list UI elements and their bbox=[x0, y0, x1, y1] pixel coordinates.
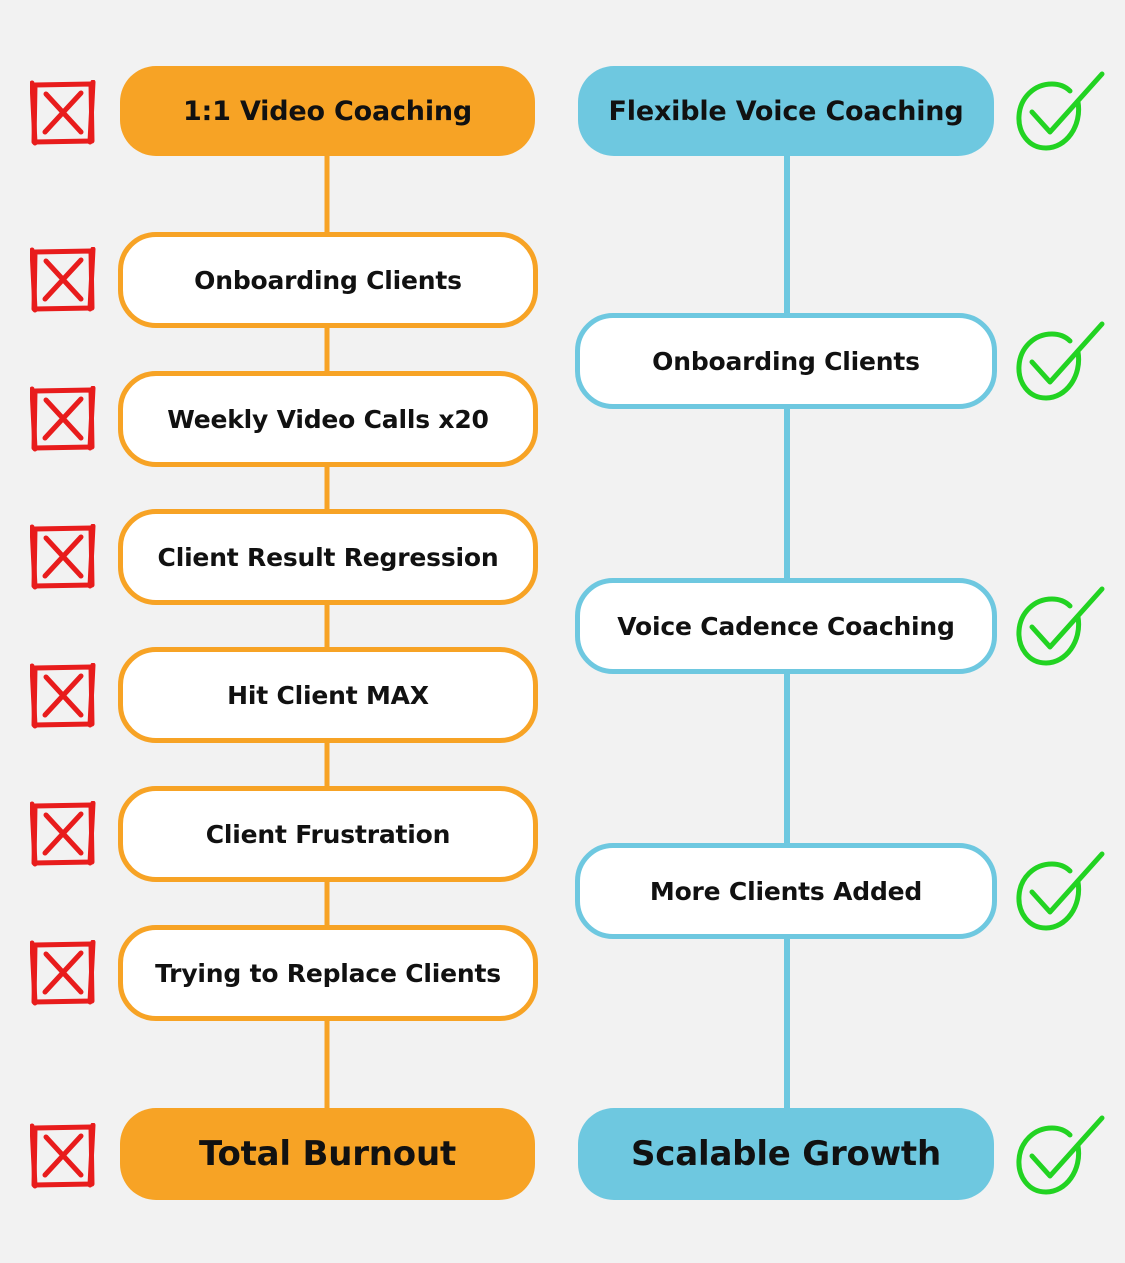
left-step-label: Weekly Video Calls x20 bbox=[167, 404, 489, 434]
left-start-node: 1:1 Video Coaching bbox=[120, 66, 535, 156]
left-step-label: Onboarding Clients bbox=[194, 265, 462, 295]
right-step-node: More Clients Added bbox=[575, 843, 997, 939]
left-step-node: Weekly Video Calls x20 bbox=[118, 371, 538, 467]
check-circle-icon bbox=[1014, 848, 1106, 938]
left-step-label: Trying to Replace Clients bbox=[155, 958, 501, 988]
cross-box-icon bbox=[29, 79, 96, 150]
check-circle-icon bbox=[1014, 583, 1106, 673]
check-circle-icon bbox=[1014, 1112, 1106, 1202]
cross-box-icon bbox=[29, 939, 96, 1010]
cross-box-icon bbox=[29, 800, 96, 871]
left-step-label: Hit Client MAX bbox=[227, 680, 429, 710]
check-circle-icon bbox=[1014, 68, 1106, 158]
left-step-node: Hit Client MAX bbox=[118, 647, 538, 743]
check-circle-icon bbox=[1014, 318, 1106, 408]
left-step-node: Client Result Regression bbox=[118, 509, 538, 605]
cross-box-icon bbox=[29, 523, 96, 594]
right-step-label: Onboarding Clients bbox=[652, 346, 920, 376]
cross-box-icon bbox=[29, 1122, 96, 1193]
left-step-node: Onboarding Clients bbox=[118, 232, 538, 328]
left-step-label: Client Frustration bbox=[205, 819, 451, 849]
right-start-label: Flexible Voice Coaching bbox=[608, 95, 964, 127]
left-start-label: 1:1 Video Coaching bbox=[182, 95, 473, 127]
right-end-label: Scalable Growth bbox=[631, 1134, 941, 1174]
right-step-node: Voice Cadence Coaching bbox=[575, 578, 997, 674]
right-start-node: Flexible Voice Coaching bbox=[578, 66, 994, 156]
left-end-label: Total Burnout bbox=[198, 1134, 457, 1174]
right-step-node: Onboarding Clients bbox=[575, 313, 997, 409]
cross-box-icon bbox=[29, 246, 96, 317]
cross-box-icon bbox=[29, 662, 96, 733]
left-step-node: Client Frustration bbox=[118, 786, 538, 882]
left-step-label: Client Result Regression bbox=[157, 542, 499, 572]
right-end-node: Scalable Growth bbox=[578, 1108, 994, 1200]
right-step-label: More Clients Added bbox=[649, 876, 923, 906]
cross-box-icon bbox=[29, 385, 96, 456]
left-end-node: Total Burnout bbox=[120, 1108, 535, 1200]
left-step-node: Trying to Replace Clients bbox=[118, 925, 538, 1021]
right-step-label: Voice Cadence Coaching bbox=[617, 611, 955, 641]
